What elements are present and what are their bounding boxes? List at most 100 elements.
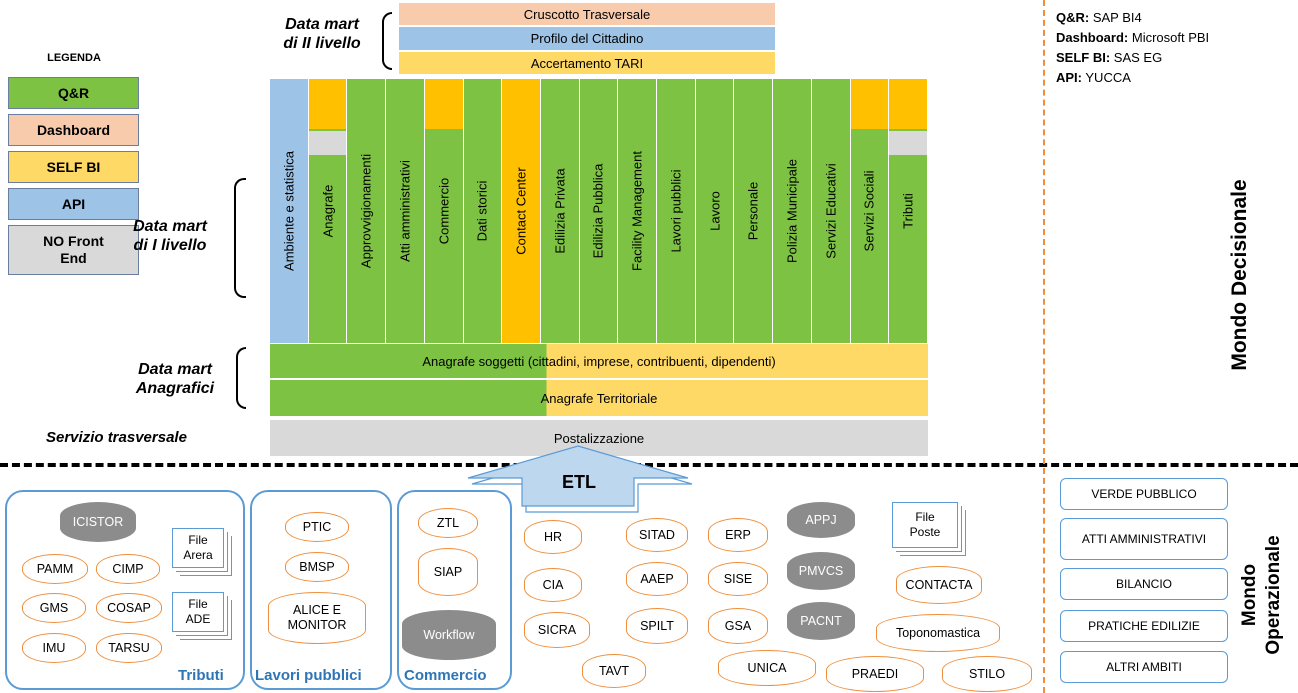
dm1-selfbi-band [424,79,463,129]
db-imu: IMU [22,633,86,663]
db-bmsp: BMSP [285,552,349,582]
group-commercio [397,490,512,690]
group-commercio-label: Commercio [404,667,487,684]
dm1-column-label: Approvvigionamenti [358,153,374,269]
dm1-selfbi-band [889,79,927,129]
dm1-column-label: Ambiente e statistica [281,151,297,271]
dma-brace [236,347,246,409]
dm1-selfbi-band [850,79,889,129]
db-tarsu: TARSU [96,633,162,663]
dm1-column-label: Lavoro [707,191,723,231]
vertical-divider [1043,0,1045,693]
db-pmvcs: PMVCS [787,552,855,590]
op-pratiche-edilizie: PRATICHE EDILIZIE [1060,610,1228,642]
dm1-column-label: Edilizia Pubblica [590,163,606,259]
dm1-column: Contact Center [502,79,541,343]
db-toponomastica: Toponomastica [876,614,1000,652]
dm1-column: Personale [734,79,774,343]
group-tributi-label: Tributi [178,667,224,684]
db-tavt: TAVT [582,654,646,688]
etl-label: ETL [562,472,596,492]
db-stilo: STILO [942,656,1032,692]
postalizzazione: Postalizzazione [270,420,928,456]
legend-title: LEGENDA [47,52,101,64]
db-aaep: AAEP [626,562,688,596]
dm1-no-front-end-band [889,131,927,155]
mondo-decisionale-label: Mondo Decisionale [1228,179,1251,371]
legend-qr: Q&R [8,77,139,109]
dm1-column-label: Commercio [436,177,452,245]
dm1-column: Servizi Sociali [850,79,890,343]
op-atti-amministrativi: ATTI AMMINISTRATIVI [1060,518,1228,560]
dm1-column: Commercio [424,79,464,343]
dm2-brace [382,12,392,70]
group-lavori-pubblici-label: Lavori pubblici [255,667,362,684]
dm1-column-label: Servizi Sociali [861,170,877,252]
dm1-column-label: Servizi Educativi [823,163,839,259]
tools-list: Q&R: SAP BI4 Dashboard: Microsoft PBI SE… [1056,8,1209,88]
dm2-accertamento: Accertamento TARI [398,51,776,75]
dm1-column-label: Tributi [900,193,916,229]
db-praedi: PRAEDI [826,656,924,692]
dm2-profilo: Profilo del Cittadino [398,26,776,51]
db-appj: APPJ [787,502,855,538]
file-poste: File Poste [892,502,958,548]
dm1-column: Ambiente e statistica [270,79,309,343]
db-gsa: GSA [708,608,768,644]
dm1-column: Approvvigionamenti [347,79,387,343]
dm1-column-label: Atti amministrativi [397,160,413,262]
db-icistor: ICISTOR [60,502,136,542]
dm1-column-label: Polizia Municipale [784,158,800,264]
db-ztl: ZTL [418,508,478,538]
db-sise: SISE [708,562,768,596]
dm1-column-label: Contact Center [513,167,529,255]
db-gms: GMS [22,593,86,623]
legend-selfbi: SELF BI [8,151,139,183]
dm1-selfbi-band [308,79,347,129]
etl-arrow [467,445,693,513]
servizio-trasversale-label: Servizio trasversale [46,429,187,446]
dm1-column: Atti amministrativi [386,79,425,343]
dm1-column: Servizi Educativi [811,79,851,343]
anagrafe-territoriale-label: Anagrafe Territoriale [540,390,658,406]
db-sitad: SITAD [626,518,688,552]
dm1-column: Edilizia Privata [540,79,580,343]
dm1-no-front-end-band [308,131,347,155]
dm1-column-label: Anagrafe [320,184,336,238]
anagrafe-soggetti: Anagrafe soggetti (cittadini, imprese, c… [270,344,928,378]
tool-qr: Q&R: SAP BI4 [1056,10,1142,25]
dm1-column: Tributi [889,79,928,343]
dm1-column-label: Facility Management [629,151,645,271]
tool-api: API: YUCCA [1056,70,1131,85]
dm1-column: Polizia Municipale [773,79,812,343]
op-altri-ambiti: ALTRI AMBITI [1060,651,1228,683]
db-sicra: SICRA [524,612,590,648]
op-verde-pubblico: VERDE PUBBLICO [1060,478,1228,510]
db-cimp: CIMP [96,554,160,584]
file-arera: File Arera [172,528,224,568]
op-bilancio: BILANCIO [1060,568,1228,600]
db-contacta: CONTACTA [896,566,982,604]
dm2-cruscotto: Cruscotto Trasversale [398,2,776,26]
horizontal-divider [0,463,1298,467]
group-tributi [5,490,245,690]
anagrafe-soggetti-label: Anagrafe soggetti (cittadini, imprese, c… [422,353,776,369]
dm1-column-label: Lavori pubblici [668,169,684,253]
dm1-column: Anagrafe [308,79,348,343]
db-hr: HR [524,520,582,554]
dm1-column: Edilizia Pubblica [579,79,619,343]
db-pamm: PAMM [22,554,88,584]
legend-dashboard: Dashboard [8,114,139,146]
db-cia: CIA [524,568,582,602]
db-spilt: SPILT [626,608,688,644]
dm1-column: Lavori pubblici [657,79,696,343]
anagrafe-territoriale: Anagrafe Territoriale [270,380,928,416]
db-workflow: Workflow [402,610,496,660]
db-cosap: COSAP [96,593,162,623]
dm1-column-label: Edilizia Privata [552,168,568,254]
tool-selfbi: SELF BI: SAS EG [1056,50,1163,65]
